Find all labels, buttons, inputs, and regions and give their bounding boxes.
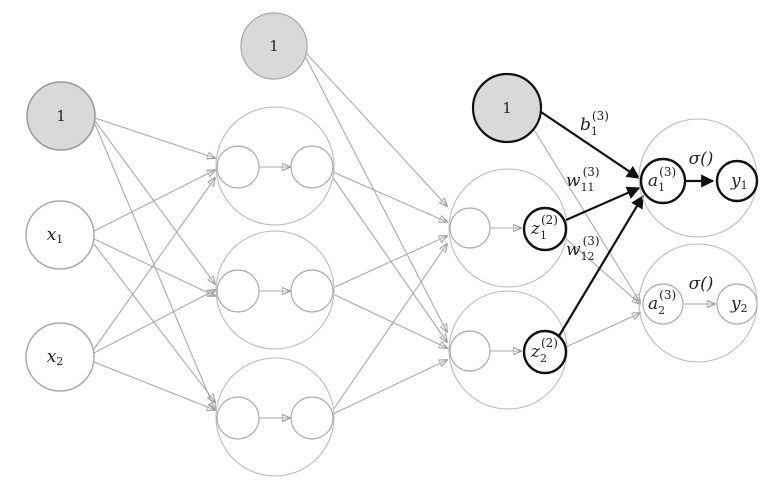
hidden1-neuron-1 bbox=[215, 106, 335, 226]
output-neuron-2: a2(3) y2 σ() bbox=[638, 243, 758, 363]
weight-w11-label: w11(3) bbox=[566, 165, 600, 194]
weight-b1-label: b1(3) bbox=[580, 109, 609, 138]
bias-node-hidden2-label: 1 bbox=[502, 99, 512, 117]
node-y1 bbox=[715, 159, 759, 203]
connections-highlighted bbox=[540, 111, 715, 337]
connections-layer3-gray bbox=[532, 127, 640, 348]
input-layer: 1 x1 x2 bbox=[25, 81, 96, 392]
hidden1-neuron-2 bbox=[215, 230, 335, 350]
bias-node-input bbox=[26, 81, 96, 151]
hidden2-neuron-2: z2(2) bbox=[448, 290, 568, 410]
node-a2 bbox=[642, 283, 684, 325]
output-neuron-1: a1(3) y1 σ() bbox=[638, 118, 759, 238]
bias-node-input-label: 1 bbox=[56, 107, 66, 125]
bias-node-hidden1 bbox=[240, 12, 308, 80]
input-node-x1 bbox=[25, 200, 95, 270]
hidden2-neuron-1: z1(2) bbox=[448, 168, 568, 288]
activation-label-2: σ() bbox=[689, 274, 714, 294]
connections-layer2 bbox=[304, 51, 447, 415]
node-z1 bbox=[522, 206, 568, 252]
hidden1-neuron-3 bbox=[215, 357, 335, 477]
connections-layer1 bbox=[93, 117, 215, 410]
input-node-x2 bbox=[25, 322, 95, 392]
node-y2 bbox=[716, 283, 758, 325]
node-z2 bbox=[522, 329, 568, 375]
activation-label-1: σ() bbox=[689, 149, 714, 169]
weight-w12-label: w12(3) bbox=[566, 234, 600, 263]
output-layer: a1(3) y1 σ() a2(3) y2 σ() bbox=[638, 118, 759, 363]
node-a1 bbox=[639, 157, 687, 205]
bias-node-hidden1-label: 1 bbox=[269, 37, 279, 55]
hidden-layer-2: 1 z1(2) z2(2) bbox=[448, 72, 568, 410]
bias-node-hidden2 bbox=[471, 72, 543, 144]
hidden-layer-1: 1 bbox=[215, 12, 335, 477]
